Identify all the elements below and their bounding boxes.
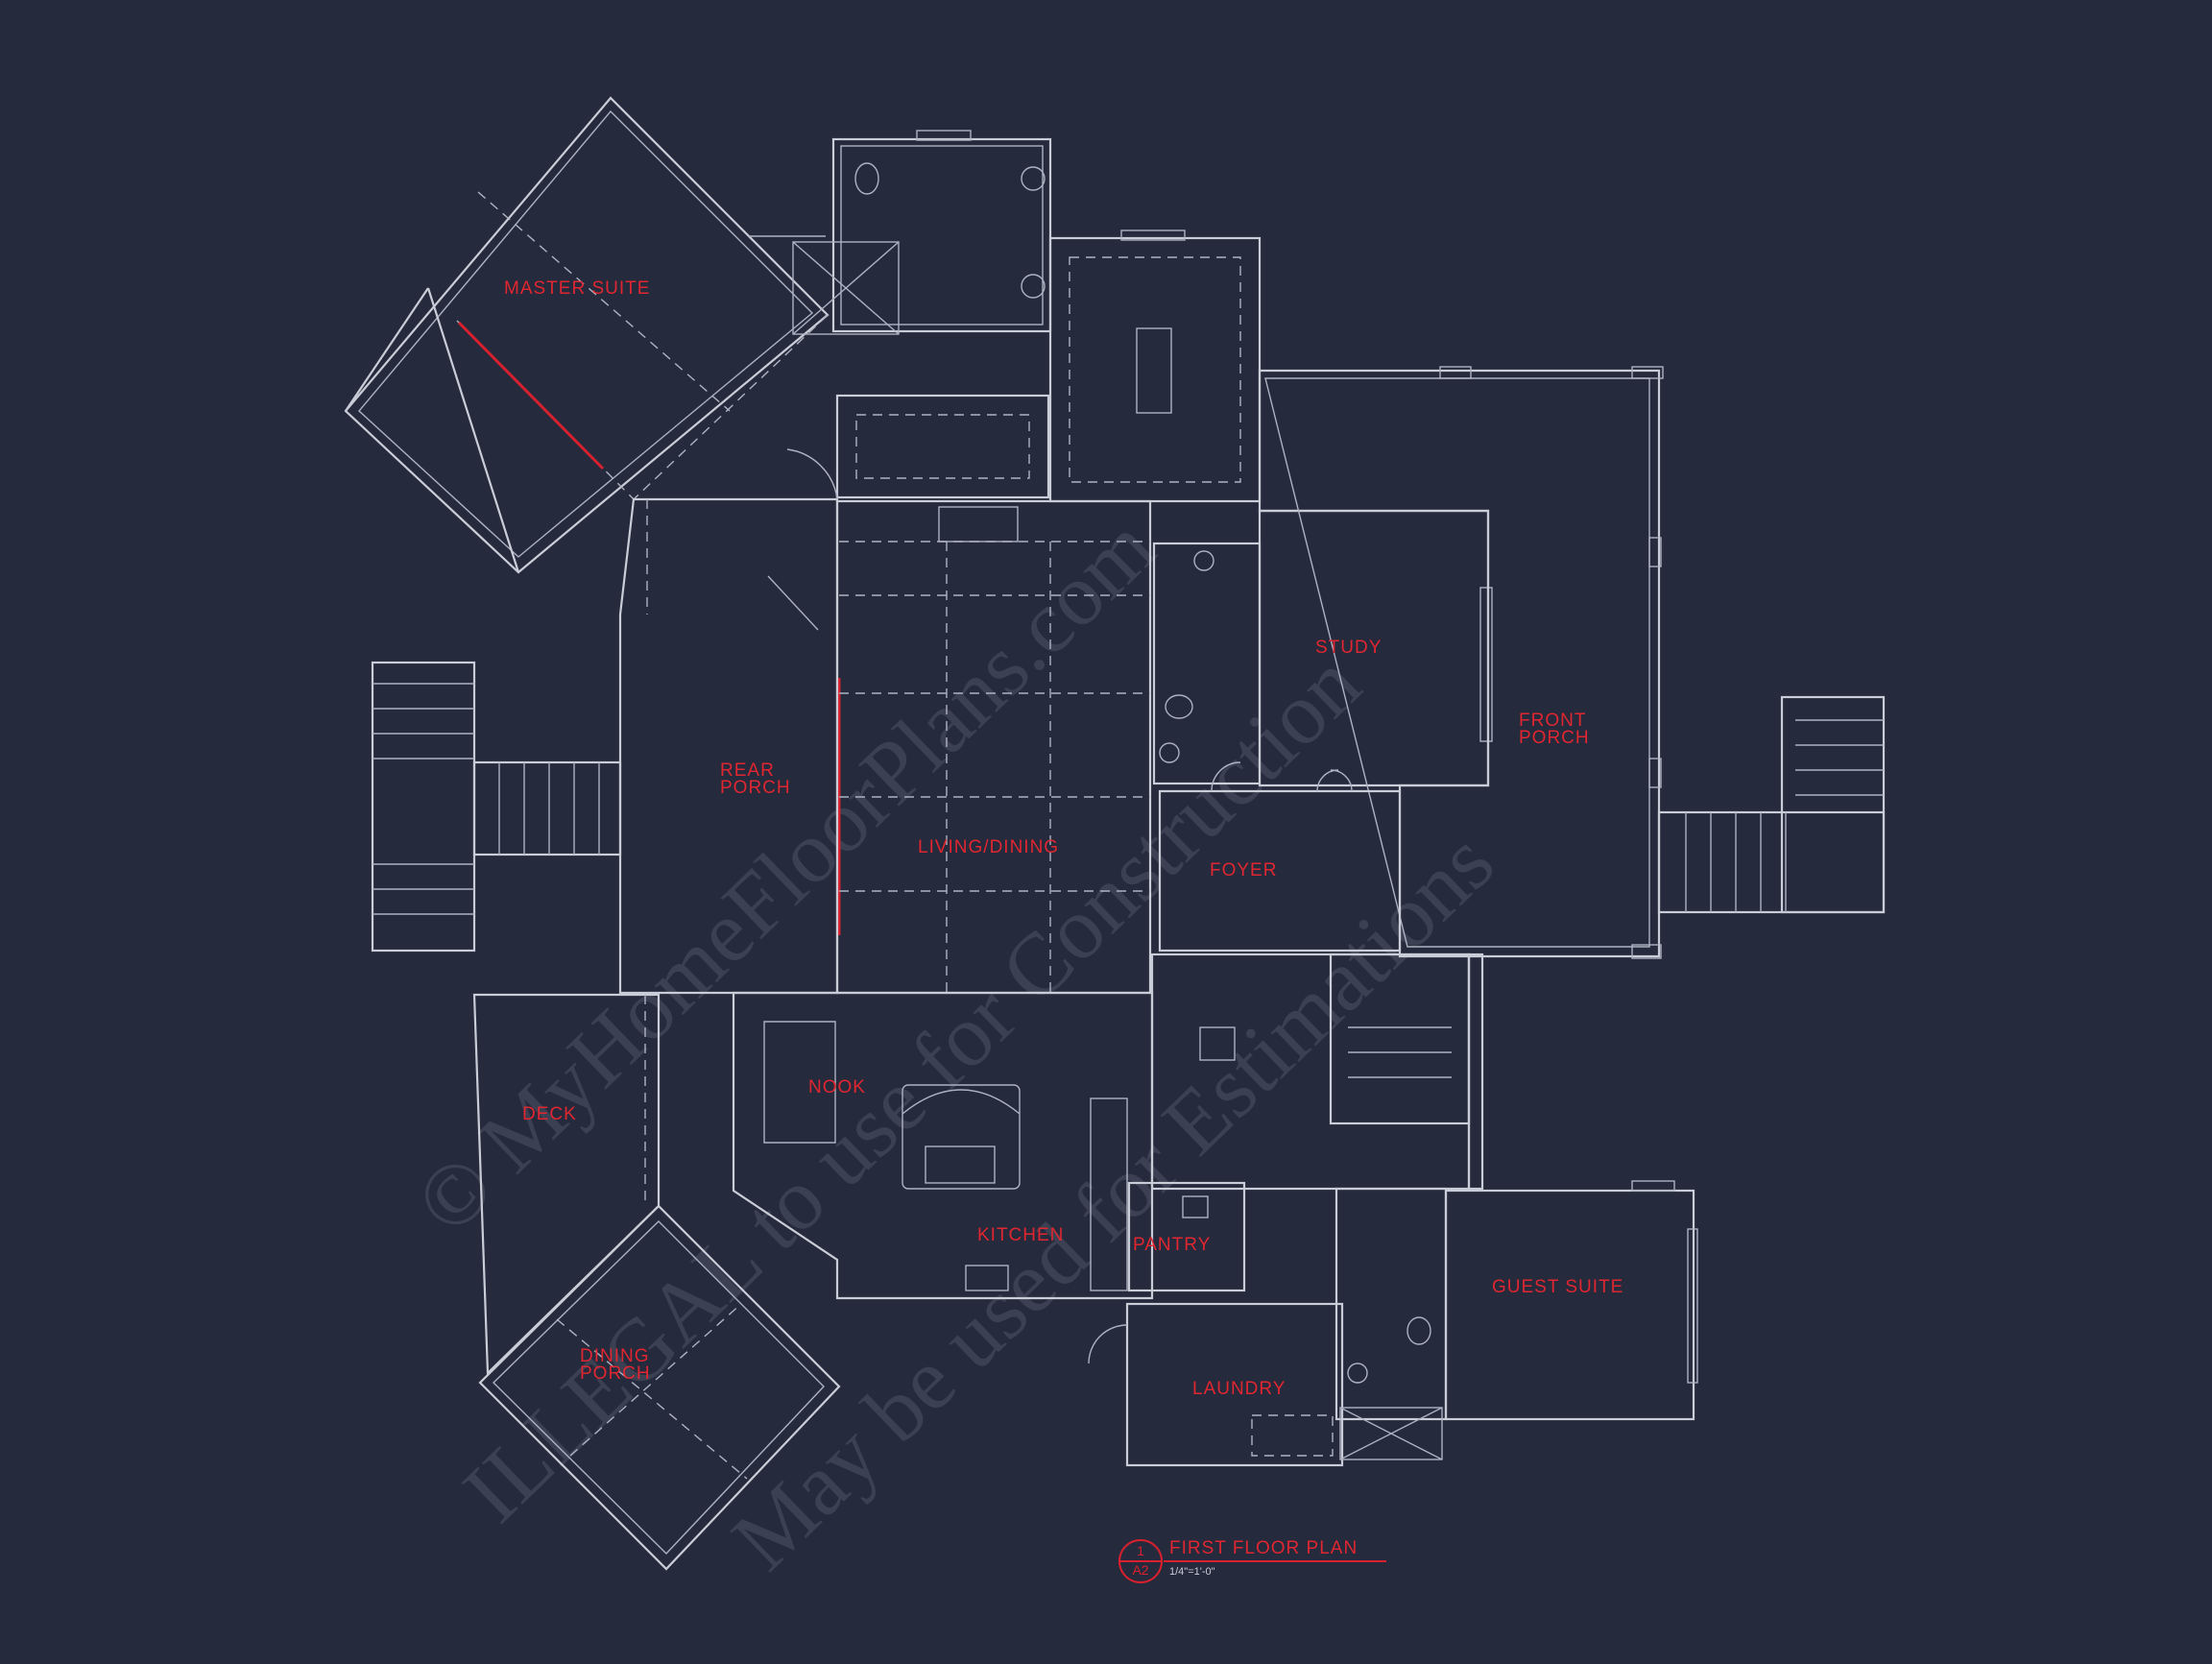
label-study: STUDY — [1315, 638, 1382, 658]
label-rear-porch-2: PORCH — [720, 778, 791, 798]
watermark-line-1: © MyHomeFloorPlans.com — [397, 498, 1173, 1253]
title-block: 1 A2 FIRST FLOOR PLAN 1/4"=1'-0" — [1118, 1538, 1386, 1583]
label-master-suite: MASTER SUITE — [504, 278, 650, 299]
plan-scale: 1/4"=1'-0" — [1169, 1566, 1215, 1578]
label-kitchen: KITCHEN — [977, 1225, 1064, 1245]
front-porch — [1258, 366, 1664, 959]
upper-right-room — [1048, 229, 1262, 503]
label-pantry: PANTRY — [1133, 1235, 1211, 1255]
plan-title: FIRST FLOOR PLAN — [1169, 1538, 1358, 1558]
guest-suite — [1334, 1180, 1698, 1460]
label-living-dining: LIVING/DINING — [918, 837, 1059, 857]
label-front-porch-2: PORCH — [1519, 728, 1590, 748]
label-rear-porch-1: REAR — [720, 760, 775, 781]
label-foyer: FOYER — [1210, 860, 1277, 880]
foyer — [1158, 761, 1402, 953]
stair-hall — [1150, 953, 1484, 1191]
master-suite-wing — [344, 96, 830, 574]
label-dining-porch-2: PORCH — [580, 1363, 651, 1384]
sheet-id: A2 — [1132, 1562, 1148, 1578]
front-porch-stairs — [1657, 695, 1886, 914]
label-front-porch-1: FRONT — [1519, 711, 1586, 731]
master-closet — [835, 394, 1050, 499]
sheet-number: 1 — [1137, 1543, 1144, 1558]
pantry — [1127, 1181, 1246, 1292]
label-nook: NOOK — [808, 1077, 866, 1097]
label-deck: DECK — [522, 1104, 577, 1124]
room-labels: MASTER SUITE REAR PORCH LIVING/DINING ST… — [504, 278, 1623, 1399]
dining-porch — [478, 1204, 841, 1571]
master-bath — [792, 130, 1052, 335]
label-dining-porch-1: DINING — [580, 1346, 650, 1366]
label-guest-suite: GUEST SUITE — [1492, 1277, 1623, 1297]
laundry — [1088, 1302, 1344, 1467]
rear-porch-stairs — [371, 661, 622, 953]
watermark: © MyHomeFloorPlans.com ILLEGAL to use fo… — [397, 498, 1512, 1589]
label-laundry: LAUNDRY — [1192, 1379, 1286, 1399]
rear-porch — [618, 448, 839, 995]
